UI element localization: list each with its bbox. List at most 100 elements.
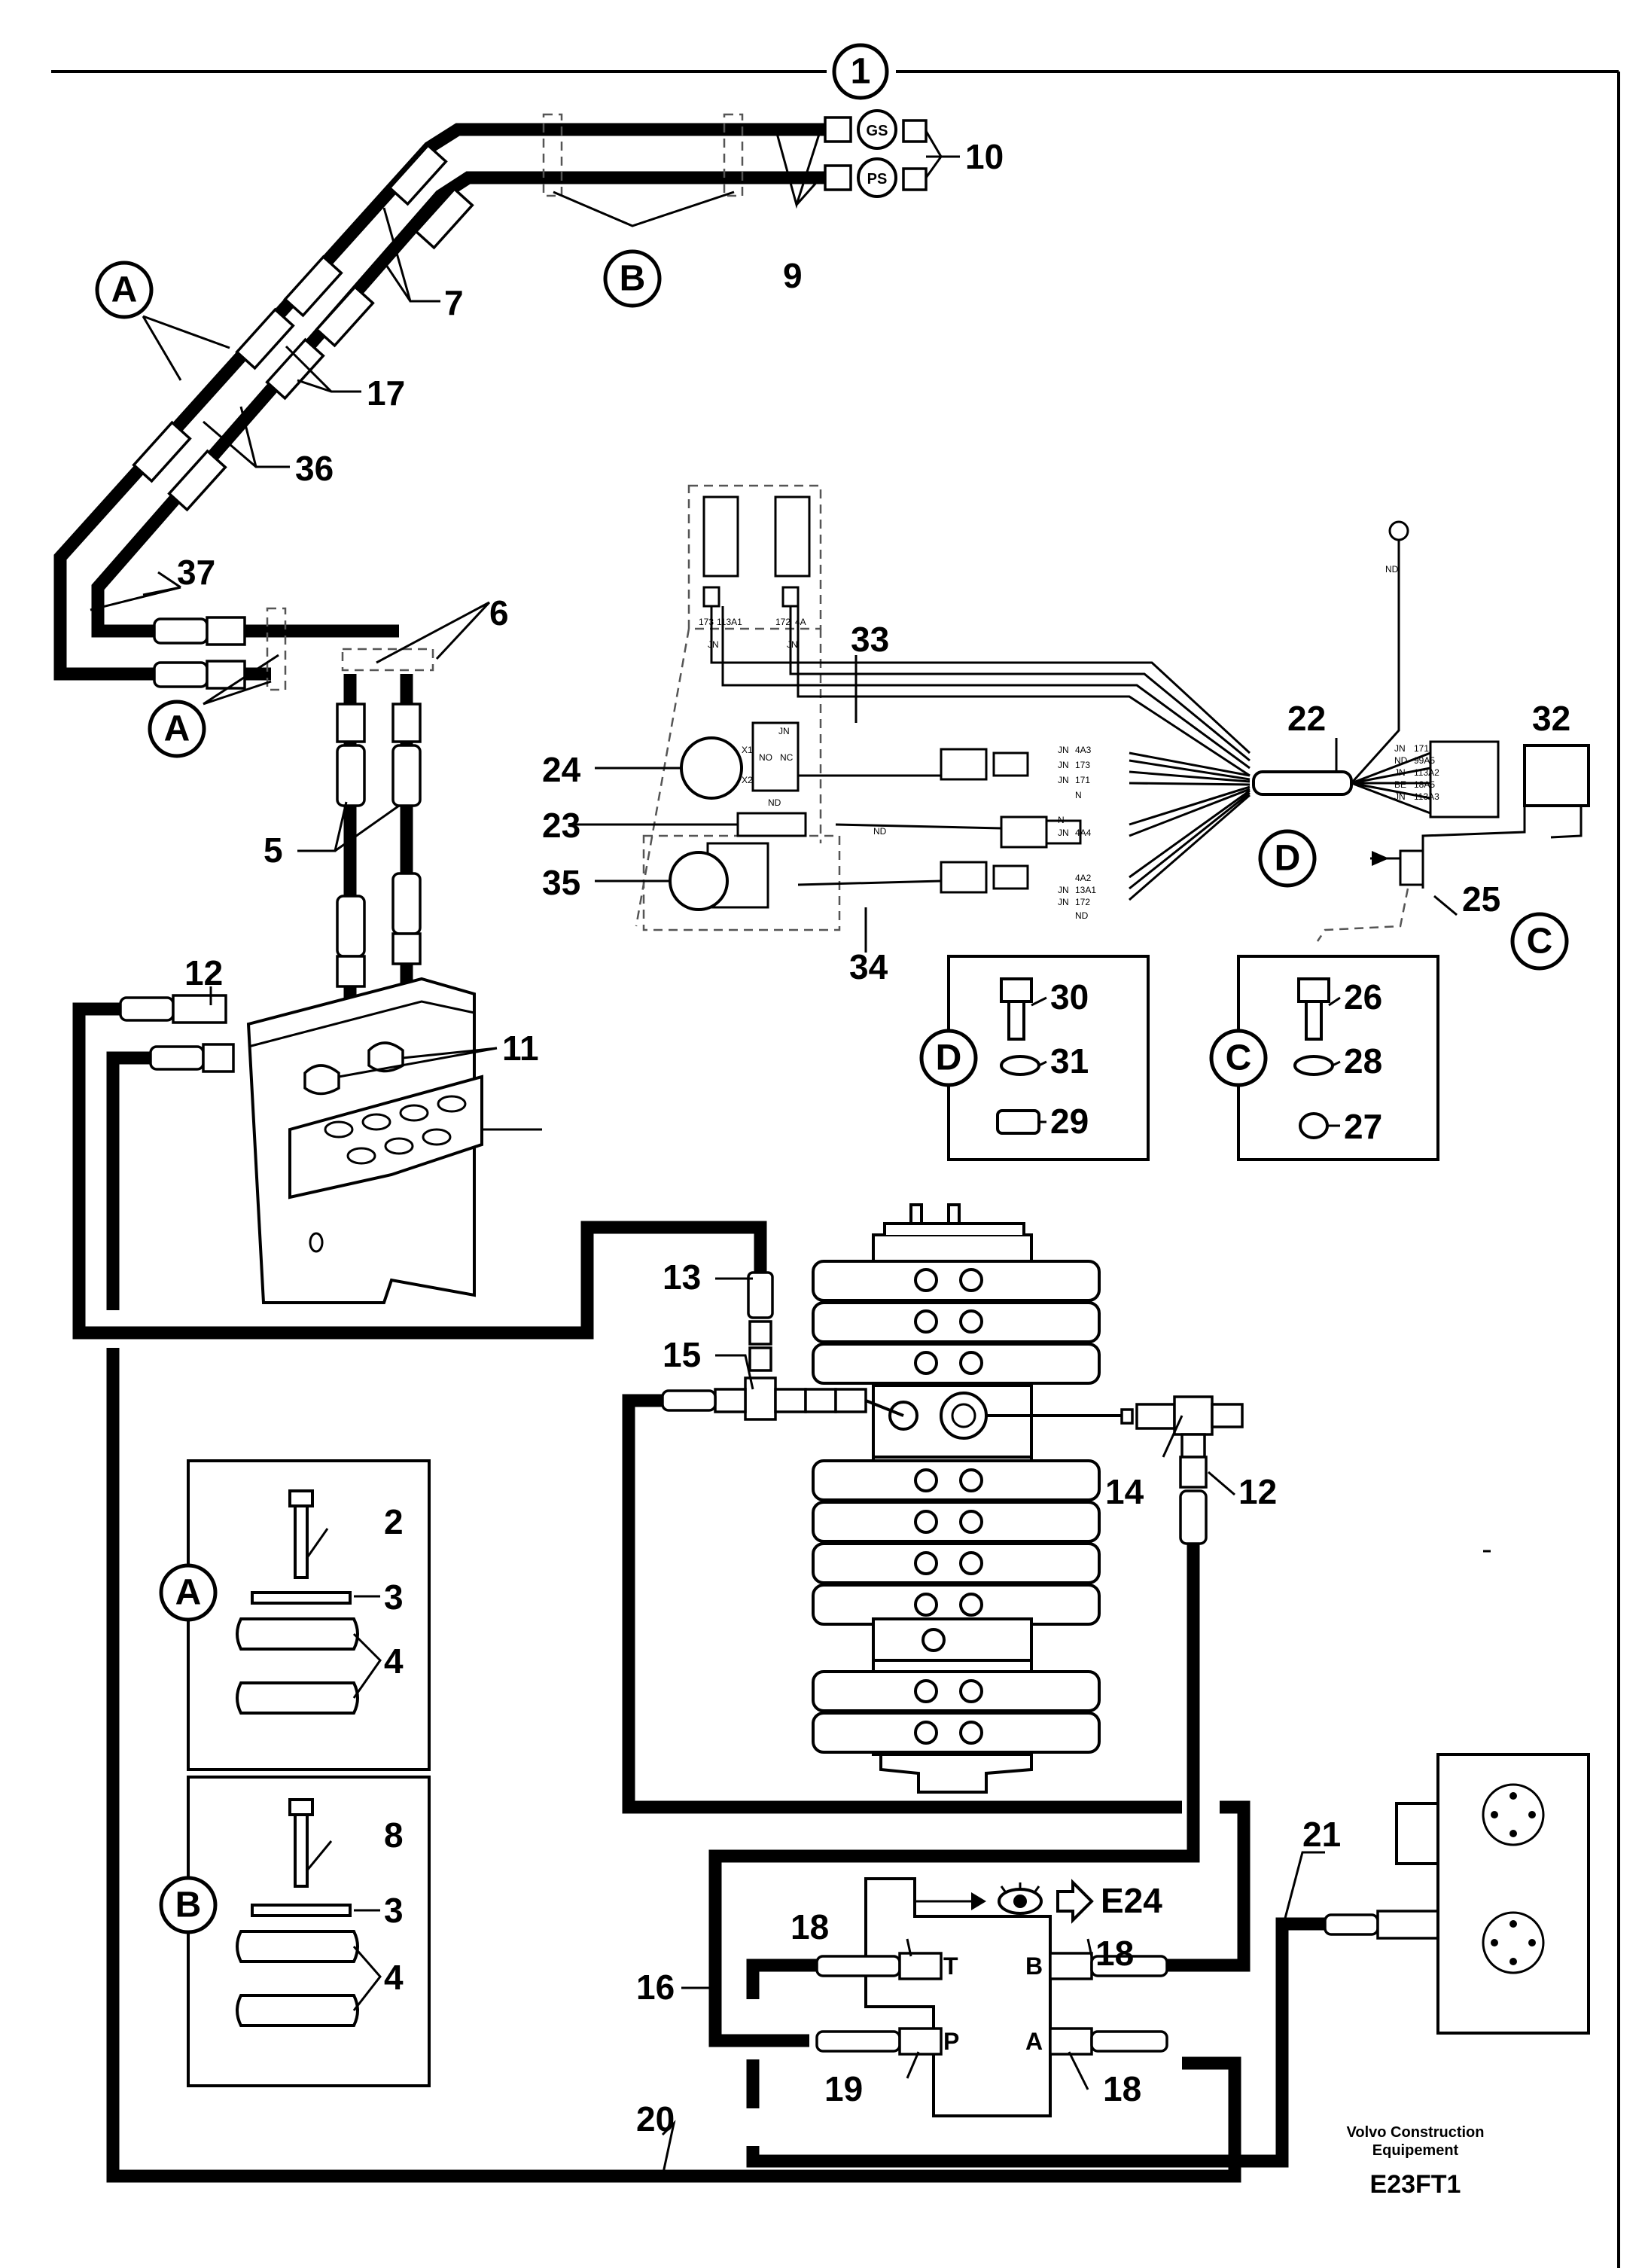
leader-lines <box>90 127 1491 2177</box>
company-line-2: Equipement <box>1372 2142 1459 2159</box>
port-labels: T P B A E24 <box>943 1881 1162 2055</box>
port-b-label: B <box>1025 1952 1043 1980</box>
part-number-14: 14 <box>1105 1472 1144 1511</box>
part-number-5: 5 <box>264 831 283 870</box>
wire-code: 113A1 <box>717 617 742 627</box>
wire-code: JN <box>1058 897 1069 907</box>
part-number-8: 8 <box>384 1815 404 1855</box>
top-hose-assembly <box>53 113 928 691</box>
wire-code: 171 <box>1075 775 1090 785</box>
wire-code: X1 <box>742 745 753 755</box>
part-number-3: 3 <box>384 1578 404 1617</box>
company-line-1: Volvo Construction <box>1347 2124 1485 2141</box>
wire-code: NO <box>759 752 772 763</box>
wire-code: ND <box>768 797 781 808</box>
part-number-12b: 12 <box>1238 1472 1277 1511</box>
callout-1: 1 <box>851 52 871 92</box>
callout-C: C <box>1527 922 1553 962</box>
wire-code: ND <box>1075 910 1089 921</box>
detail-box-B <box>187 1776 431 2087</box>
wire-code: JN <box>1394 791 1406 802</box>
part-number-25: 25 <box>1462 879 1500 919</box>
part-number-11: 11 <box>502 1029 539 1068</box>
valve-bolts <box>888 1268 988 1745</box>
part-number-16: 16 <box>636 1968 675 2007</box>
gauge-gs-label: GS <box>867 123 888 139</box>
wire-code: 172 <box>775 617 791 627</box>
gauge-ps-label: PS <box>867 171 888 187</box>
eye-icon <box>998 1882 1043 1915</box>
part-number-18a: 18 <box>791 1907 829 1946</box>
part-number-35: 35 <box>542 863 580 902</box>
part-number-4: 4 <box>384 1642 404 1681</box>
wire-code: N <box>1058 815 1065 825</box>
part-number-27: 27 <box>1344 1107 1382 1146</box>
port-a-label: A <box>1025 2028 1043 2055</box>
manifold-fittings <box>746 1917 1325 2168</box>
wire-code: 171 <box>1414 743 1429 754</box>
detail-box-D <box>947 955 1150 1161</box>
callout-A-mid: A <box>164 709 190 749</box>
part-number-30: 30 <box>1050 977 1089 1017</box>
gauge-fittings <box>824 116 928 191</box>
wire-code: JN <box>1058 775 1069 785</box>
wire-code: 18A5 <box>1414 779 1435 790</box>
wire-code: JN <box>1058 760 1069 770</box>
part-number-3b: 3 <box>384 1891 404 1930</box>
wire-code: 99A5 <box>1414 755 1435 766</box>
reference-e24: E24 <box>1101 1881 1162 1920</box>
wire-code: JN <box>1058 745 1069 755</box>
wire-code: X2 <box>742 775 753 785</box>
wiring-harness <box>635 484 1590 942</box>
part-number-31: 31 <box>1050 1041 1089 1081</box>
valve-ports <box>324 1095 467 1165</box>
hose-fittings-upper <box>132 143 474 512</box>
pilot-block-21 <box>1324 1753 1590 2035</box>
arrow-right-icon <box>1056 1879 1094 1924</box>
detail-box-C <box>1237 955 1439 1161</box>
tee-fitting-13-15 <box>622 1271 1182 1814</box>
wire-code: JN <box>1394 767 1406 778</box>
part-number-12: 12 <box>184 953 223 992</box>
manifold-block <box>864 1877 1094 2117</box>
wire-code: JN <box>1394 743 1406 754</box>
wire-code: JN <box>778 726 790 736</box>
main-control-valve <box>812 1203 1101 1794</box>
part-number-9: 9 <box>783 256 803 295</box>
part-number-34: 34 <box>849 947 888 986</box>
wire-code: JN <box>1058 828 1069 838</box>
valve-sections <box>812 1260 1101 1754</box>
wire-code: 4A2 <box>1075 873 1092 883</box>
left-hoses <box>72 994 1241 2183</box>
part-number-24: 24 <box>542 750 581 789</box>
detail-box-A <box>187 1459 431 1771</box>
part-number-22: 22 <box>1287 699 1326 738</box>
detail-C-label: C <box>1226 1038 1252 1078</box>
wire-codes: JN 4A3 JN 173 JN 171 N JN 4A4 N ND 4A2 J… <box>699 564 1439 921</box>
part-number-18c: 18 <box>1103 2069 1141 2108</box>
hose-end-fittings-left <box>153 616 246 690</box>
wire-code: 113A2 <box>1414 767 1439 778</box>
wire-code: 4A4 <box>1075 828 1092 838</box>
part-number-36: 36 <box>295 449 334 488</box>
part-number-7: 7 <box>444 283 464 322</box>
part-number-26: 26 <box>1344 977 1382 1017</box>
callout-B-top: B <box>620 259 646 299</box>
wire-code: 4A <box>795 617 806 627</box>
part-number-10: 10 <box>965 137 1004 176</box>
part-numbers: 10 9 7 17 36 37 6 5 12 11 13 15 14 12 2 … <box>177 137 1570 2138</box>
tee-fitting-14-12 <box>708 1395 1251 2047</box>
wire-code: ND <box>873 826 887 837</box>
wire-code: 113A3 <box>1414 791 1439 802</box>
part-number-21: 21 <box>1302 1815 1341 1854</box>
callout-D: D <box>1275 839 1301 879</box>
wire-code: N <box>1075 790 1082 800</box>
detail-D-label: D <box>936 1038 962 1078</box>
footer-block: Volvo Construction Equipement E23FT1 <box>1347 2124 1485 2199</box>
part-number-15: 15 <box>663 1335 701 1374</box>
port-p-label: P <box>943 2028 959 2055</box>
wire-code: JN <box>787 639 798 650</box>
wire-code: 173 <box>1075 760 1090 770</box>
wire-code: 172 <box>1075 897 1090 907</box>
